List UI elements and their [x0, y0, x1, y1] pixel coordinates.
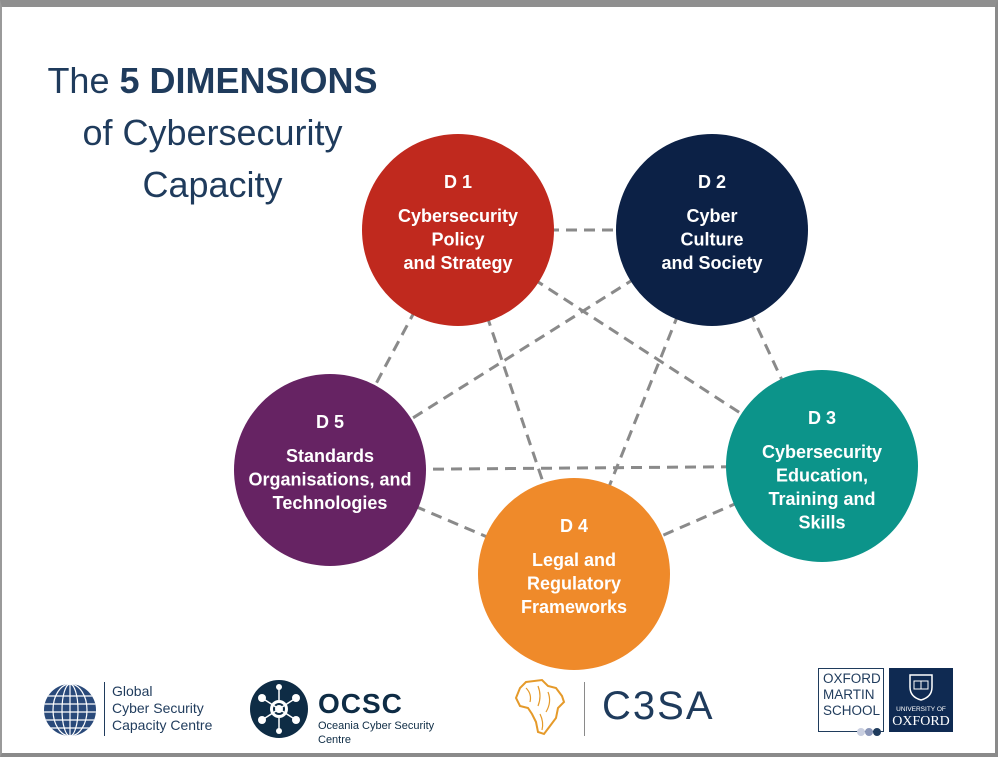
- dimension-label-3-line-1: Cybersecurity: [762, 442, 882, 462]
- title-prefix: The: [47, 60, 110, 101]
- dimension-label-4-line-3: Frameworks: [521, 597, 627, 617]
- gcscc-line-3: Capacity Centre: [112, 717, 213, 733]
- oxford-big-text: OXFORD: [892, 714, 950, 729]
- dimension-label-3-line-2: Education,: [776, 466, 868, 486]
- oms-dots-icon: [857, 728, 881, 736]
- dimension-code-3: D 3: [808, 408, 836, 428]
- dimension-circle-5: [234, 374, 426, 566]
- africa-icon: [514, 678, 566, 736]
- dimension-label-5-line-2: Organisations, and: [248, 470, 411, 490]
- dimension-label-5-line-3: Technologies: [273, 493, 388, 513]
- dimension-circle-3: [726, 370, 918, 562]
- dimension-code-2: D 2: [698, 172, 726, 192]
- oms-line-3: SCHOOL: [823, 703, 881, 718]
- dimension-label-3-line-3: Training and: [768, 489, 875, 509]
- gcscc-logo: Global Cyber Security Capacity Centre: [42, 680, 232, 740]
- gcscc-divider: [104, 682, 105, 736]
- dimension-code-1: D 1: [444, 172, 472, 192]
- dimension-circle-2: [616, 134, 808, 326]
- oxford-martin-logo: OXFORD MARTIN SCHOOL: [818, 668, 884, 732]
- university-of-oxford-logo: UNIVERSITY OF OXFORD: [889, 668, 953, 732]
- dimension-label-2-line-3: and Society: [661, 253, 762, 273]
- c3sa-name: C3SA: [602, 684, 715, 728]
- dimension-label-1-line-2: Policy: [431, 230, 484, 250]
- dimension-circle-4: [478, 478, 670, 670]
- oxford-crest-icon: [909, 674, 933, 701]
- dimension-label-4-line-2: Regulatory: [527, 574, 621, 594]
- dimension-label-5-line-1: Standards: [286, 446, 374, 466]
- page-title: The 5 DIMENSIONS of Cybersecurity Capaci…: [20, 55, 405, 211]
- dimension-code-5: D 5: [316, 412, 344, 432]
- title-line-1: The 5 DIMENSIONS: [20, 55, 405, 107]
- ocsc-subtitle: Oceania Cyber Security Centre: [318, 720, 435, 746]
- title-line-2: of Cybersecurity: [82, 112, 343, 153]
- dimension-label-2-line-1: Cyber: [686, 206, 737, 226]
- ocsc-emblem-icon: [250, 680, 308, 738]
- dimension-code-4: D 4: [560, 516, 588, 536]
- globe-icon: [44, 684, 96, 736]
- dimension-label-1-line-3: and Strategy: [403, 253, 512, 273]
- gcscc-name: Global Cyber Security Capacity Centre: [112, 683, 212, 734]
- title-line-3: Capacity: [142, 164, 283, 205]
- gcscc-line-2: Cyber Security: [112, 700, 204, 716]
- gcscc-line-1: Global: [112, 683, 153, 699]
- ocsc-name: OCSC: [318, 688, 403, 719]
- c3sa-logo: C3SA: [512, 678, 732, 740]
- dimension-label-2-line-2: Culture: [681, 230, 744, 250]
- oms-line-2: MARTIN: [823, 687, 875, 702]
- dimension-circle-1: [362, 134, 554, 326]
- oxford-small-text: UNIVERSITY OF: [896, 706, 946, 713]
- title-highlight: 5 DIMENSIONS: [119, 60, 378, 101]
- dimension-label-1-line-1: Cybersecurity: [398, 206, 518, 226]
- c3sa-divider: [584, 682, 585, 736]
- oms-line-1: OXFORD: [823, 671, 881, 686]
- ocsc-logo: OCSC Oceania Cyber Security Centre: [248, 678, 453, 746]
- dimension-label-4-line-1: Legal and: [532, 550, 616, 570]
- dimension-label-3-line-4: Skills: [798, 513, 845, 533]
